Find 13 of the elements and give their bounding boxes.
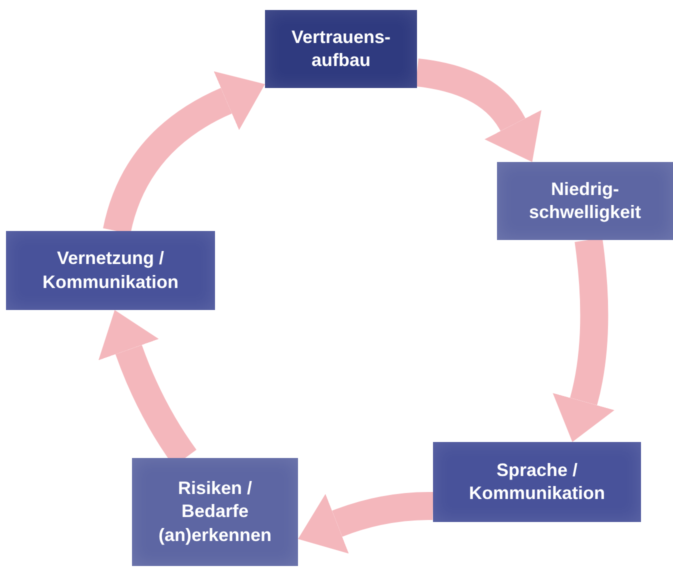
process-box bbox=[433, 442, 641, 522]
arrow bbox=[552, 238, 615, 442]
arrow bbox=[415, 58, 541, 161]
process-box bbox=[265, 10, 417, 88]
process-box bbox=[132, 458, 298, 566]
arrow bbox=[298, 492, 434, 554]
box-label: Risiken / Bedarfe (an)erkennen bbox=[157, 476, 273, 547]
box-label: Vertrauens- aufbau bbox=[290, 26, 392, 72]
box-label: Vernetzung / Kommunikation bbox=[41, 247, 180, 294]
process-box bbox=[497, 162, 673, 240]
process-box bbox=[6, 231, 215, 310]
box-label: Sprache / Kommunikation bbox=[468, 458, 606, 505]
box-label: Niedrig- schwelligkeit bbox=[528, 178, 642, 224]
